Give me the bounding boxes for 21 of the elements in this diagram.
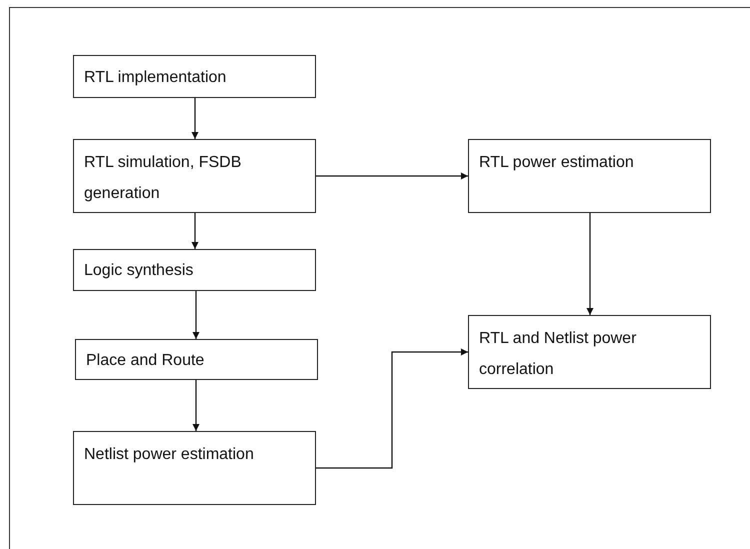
box-label: Netlist power estimation	[84, 445, 255, 465]
process-box	[75, 339, 318, 380]
box-label: RTL implementation	[84, 68, 228, 88]
process-box	[468, 139, 711, 213]
arrow	[192, 213, 198, 249]
process-box	[73, 431, 316, 505]
arrow	[316, 172, 468, 180]
arrow	[192, 98, 198, 139]
box-label: RTL power estimation	[479, 153, 635, 173]
box-label: RTL and Netlist power correlation	[479, 329, 638, 380]
arrow	[316, 348, 468, 469]
arrow	[192, 380, 200, 431]
box-label: Place and Route	[86, 350, 206, 370]
process-box	[73, 139, 316, 213]
process-box	[73, 249, 316, 291]
box-label: RTL simulation, FSDB generation	[84, 153, 242, 204]
process-box	[468, 315, 711, 389]
process-box	[73, 55, 316, 98]
box-label: Logic synthesis	[84, 261, 194, 281]
arrow	[586, 213, 594, 315]
arrow	[192, 291, 200, 339]
